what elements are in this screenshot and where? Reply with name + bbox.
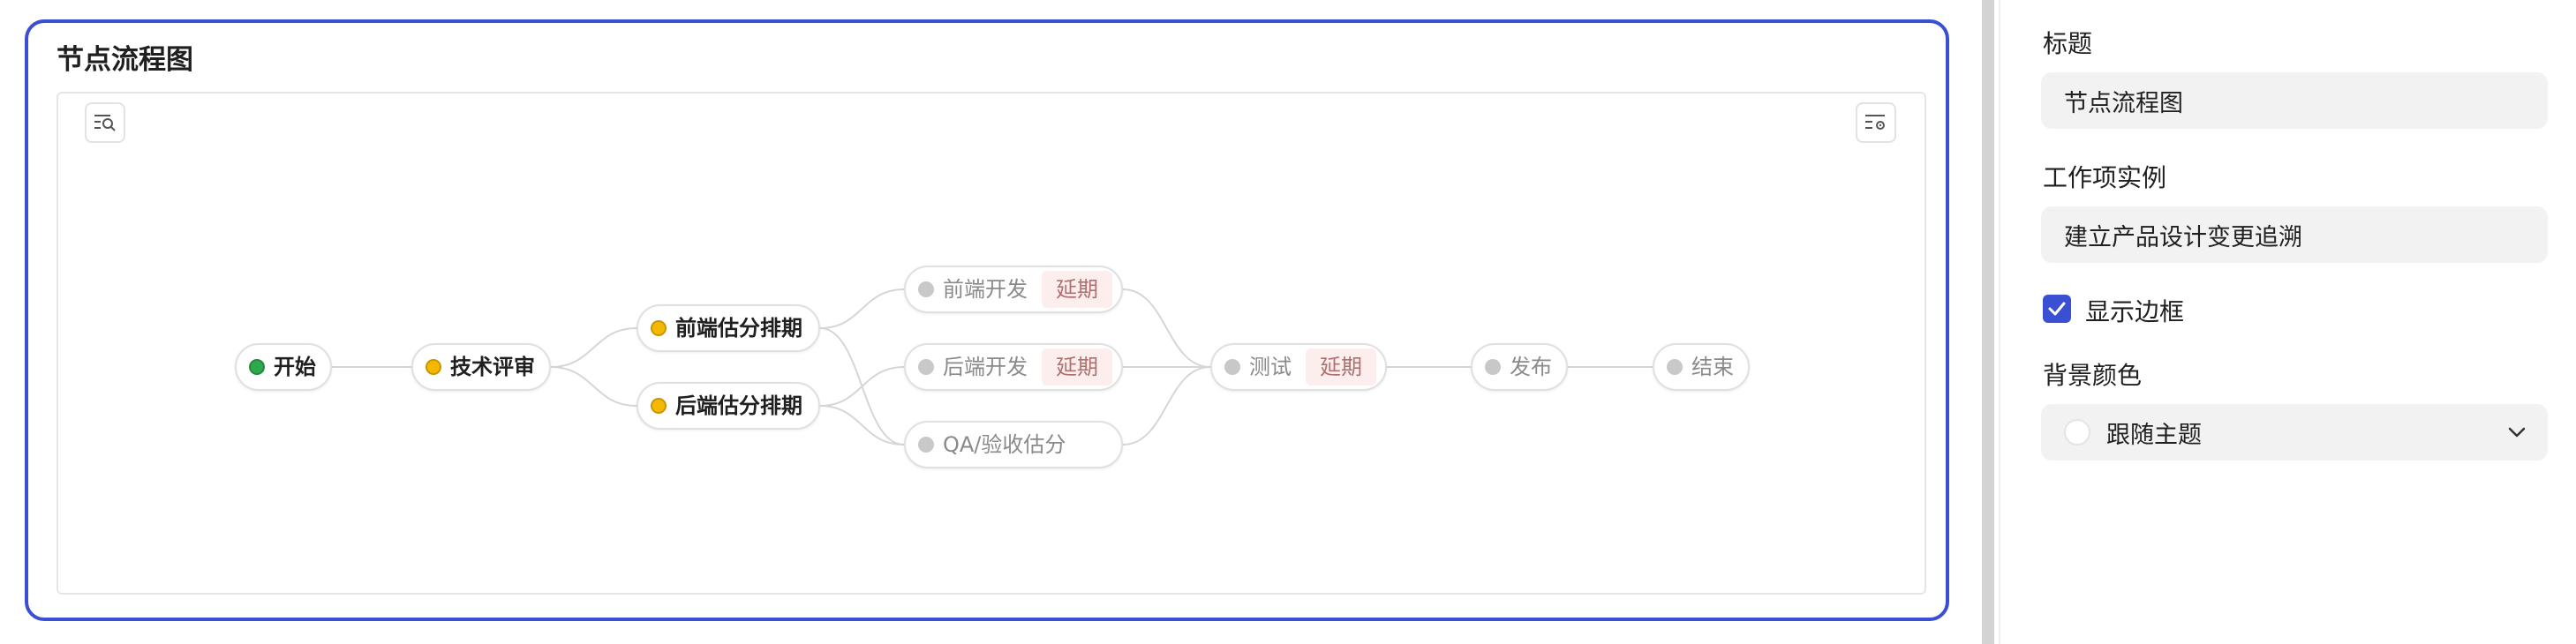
node-label: 技术评审	[450, 355, 535, 379]
list-settings-icon	[1865, 115, 1885, 130]
status-dot	[1485, 359, 1501, 375]
show-border-checkbox[interactable]	[2043, 295, 2071, 323]
status-dot	[918, 281, 934, 297]
status-dot	[1224, 359, 1240, 375]
bg-color-label: 背景颜色	[2043, 361, 2143, 390]
flow-edge	[1122, 288, 1211, 368]
status-dot	[249, 359, 265, 375]
checkmark-icon	[2048, 302, 2066, 316]
node-label: 结束	[1691, 355, 1734, 379]
node-label: 测试	[1249, 355, 1292, 379]
flow-node-fe-est[interactable]: 前端估分排期	[636, 304, 820, 352]
flow-edge	[819, 288, 905, 329]
flow-node-test[interactable]: 测试延期	[1210, 343, 1387, 391]
flow-node-be-dev[interactable]: 后端开发延期	[904, 343, 1123, 391]
delay-tag: 延期	[1042, 348, 1112, 386]
node-label: 前端估分排期	[675, 316, 802, 341]
flow-edge	[819, 366, 905, 407]
show-border-label[interactable]: 显示边框	[2085, 297, 2185, 326]
delay-tag: 延期	[1042, 271, 1112, 308]
status-dot	[426, 359, 441, 375]
title-input[interactable]: 节点流程图	[2041, 72, 2548, 129]
card-title: 节点流程图	[56, 44, 193, 76]
flow-edge	[550, 327, 637, 368]
node-label: 发布	[1510, 355, 1552, 379]
node-label: 前端开发	[943, 277, 1028, 302]
node-label: QA/验收估分	[943, 432, 1066, 457]
node-label: 后端估分排期	[675, 393, 802, 418]
flow-node-review[interactable]: 技术评审	[411, 343, 551, 391]
flow-edge	[819, 405, 905, 446]
panel-resize-handle[interactable]	[1982, 0, 1994, 644]
title-label: 标题	[2043, 29, 2093, 58]
status-dot	[651, 398, 667, 414]
bg-color-value: 跟随主题	[2106, 421, 2202, 449]
flow-node-start[interactable]: 开始	[235, 343, 332, 391]
panel-divider	[1999, 0, 2000, 644]
properties-panel: 标题 节点流程图 工作项实例 建立产品设计变更追溯 显示边框 背景颜色 跟随主题	[2000, 0, 2576, 644]
flow-edges	[332, 288, 1653, 446]
status-dot	[918, 437, 934, 453]
status-dot	[651, 320, 667, 336]
node-label: 后端开发	[943, 355, 1028, 379]
delay-tag: 延期	[1306, 348, 1376, 386]
color-swatch	[2064, 419, 2090, 446]
list-settings-button[interactable]	[1856, 102, 1896, 143]
flow-node-end[interactable]: 结束	[1653, 343, 1750, 391]
status-dot	[918, 359, 934, 375]
bg-color-select[interactable]: 跟随主题	[2041, 404, 2548, 461]
flow-edge	[550, 366, 637, 407]
chevron-down-icon	[2508, 427, 2526, 438]
flow-node-be-est[interactable]: 后端估分排期	[636, 382, 820, 430]
flow-edge	[1122, 366, 1211, 446]
instance-input[interactable]: 建立产品设计变更追溯	[2041, 206, 2548, 263]
node-label: 开始	[274, 355, 316, 379]
flow-node-fe-dev[interactable]: 前端开发延期	[904, 266, 1123, 313]
flow-node-qa-est[interactable]: QA/验收估分	[904, 421, 1123, 468]
instance-label: 工作项实例	[2043, 163, 2167, 192]
search-list-button[interactable]	[85, 102, 125, 143]
flow-node-release[interactable]: 发布	[1471, 343, 1568, 391]
status-dot	[1667, 359, 1683, 375]
search-list-icon	[94, 115, 116, 131]
